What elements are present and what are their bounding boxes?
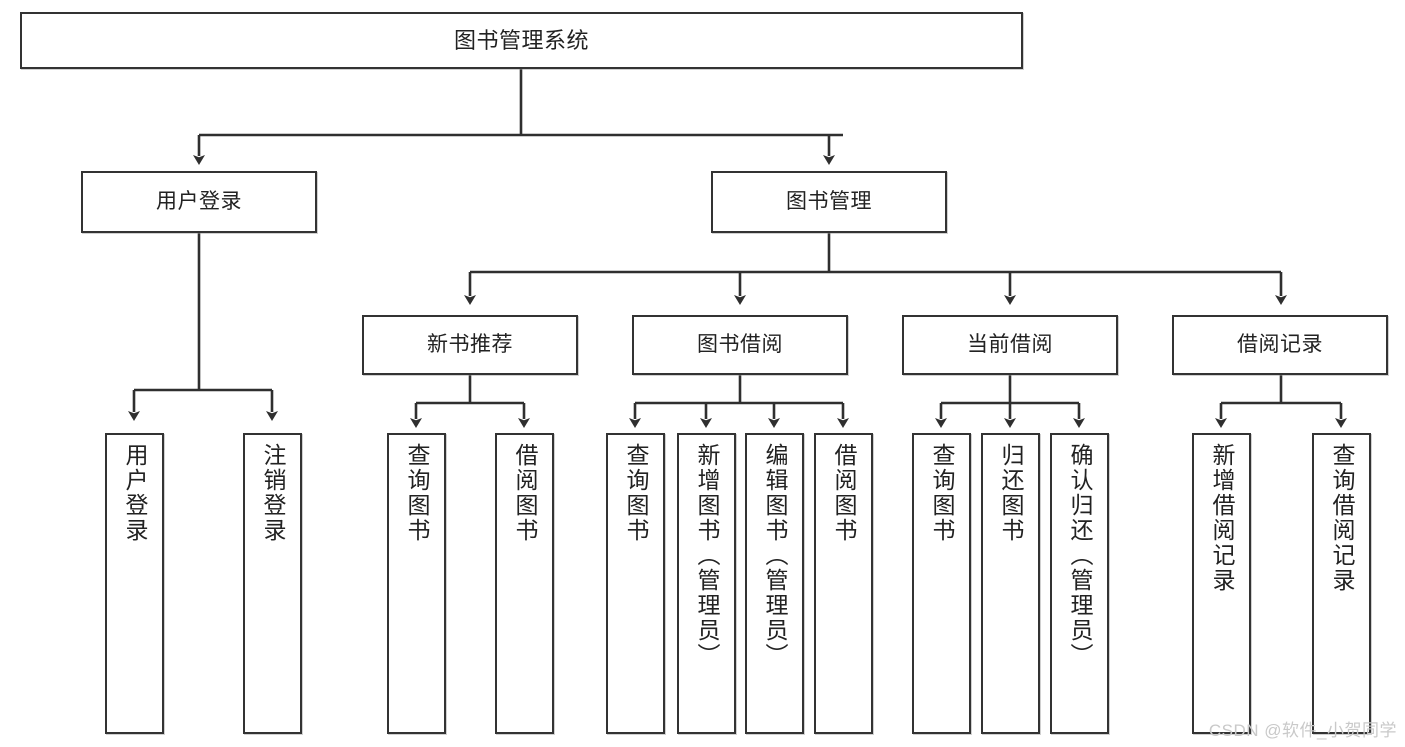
leaf-borrow-book-1[interactable]: 借阅图书 [495,433,554,734]
leaf-return-book[interactable]: 归还图书 [981,433,1040,734]
leaf-user-logout[interactable]: 注销登录 [243,433,302,734]
csdn-watermark: CSDN @软件_小贺同学 [1208,721,1397,740]
node-label: 新书推荐 [427,332,513,356]
node-label: 归还图书 [998,443,1024,543]
node-label: 查询图书 [623,443,649,543]
node-label: 确认归还（管理员） [1067,443,1093,668]
node-book-manage[interactable]: 图书管理 [711,171,947,233]
node-label: 借阅记录 [1237,332,1323,356]
node-label: 用户登录 [156,189,242,213]
node-label: 编辑图书（管理员） [762,443,788,668]
node-label: 图书管理系统 [453,27,589,53]
node-label: 借阅图书 [512,443,538,543]
leaf-add-record[interactable]: 新增借阅记录 [1192,433,1251,734]
leaf-add-book[interactable]: 新增图书（管理员） [677,433,736,734]
node-label: 当前借阅 [967,332,1053,356]
node-borrow-record[interactable]: 借阅记录 [1172,315,1388,375]
node-label: 新增借阅记录 [1209,443,1235,593]
node-label: 新增图书（管理员） [694,443,720,668]
node-new-book-recommend[interactable]: 新书推荐 [362,315,578,375]
leaf-borrow-book-2[interactable]: 借阅图书 [814,433,873,734]
leaf-confirm-return[interactable]: 确认归还（管理员） [1050,433,1109,734]
node-label: 图书管理 [786,189,872,213]
node-label: 用户登录 [122,443,148,543]
leaf-query-book-3[interactable]: 查询图书 [912,433,971,734]
node-label: 注销登录 [260,443,286,543]
node-book-borrow[interactable]: 图书借阅 [632,315,848,375]
node-root-system[interactable]: 图书管理系统 [20,12,1023,69]
leaf-user-login[interactable]: 用户登录 [105,433,164,734]
leaf-query-record[interactable]: 查询借阅记录 [1312,433,1371,734]
node-label: 借阅图书 [831,443,857,543]
node-label: 查询图书 [929,443,955,543]
node-current-borrow[interactable]: 当前借阅 [902,315,1118,375]
node-label: 查询图书 [404,443,430,543]
node-label: 查询借阅记录 [1329,443,1355,593]
leaf-query-book-1[interactable]: 查询图书 [387,433,446,734]
leaf-edit-book[interactable]: 编辑图书（管理员） [745,433,804,734]
node-user-login[interactable]: 用户登录 [81,171,317,233]
node-label: 图书借阅 [697,332,783,356]
leaf-query-book-2[interactable]: 查询图书 [606,433,665,734]
